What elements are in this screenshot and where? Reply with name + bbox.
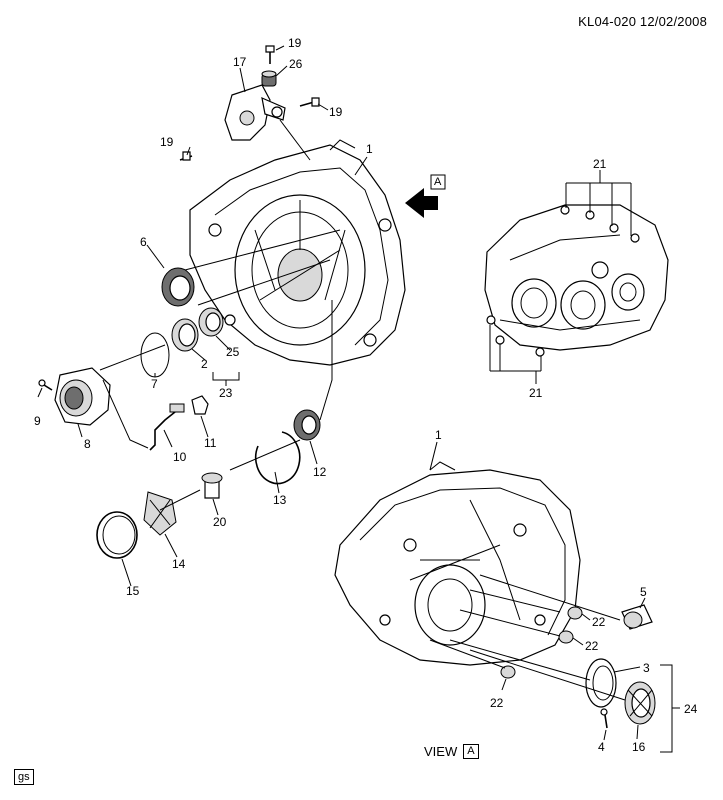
callout-9: 9 [34,414,41,428]
callout-8: 8 [84,437,91,451]
callout-24: 24 [684,702,698,716]
view-a-caption: VIEW A [424,744,479,759]
callout-1-upper: 1 [366,142,373,156]
callout-5: 5 [640,585,647,599]
callout-22-upper: 22 [592,615,606,629]
bracket-lines-21 [490,170,631,384]
callout-4: 4 [598,740,605,754]
callout-17: 17 [233,55,247,69]
callout-13: 13 [273,493,287,507]
gasket-ring [97,512,137,558]
leader-lines-lower [430,442,645,740]
diagram-code-date: KL04-020 12/02/2008 [578,14,707,29]
assembly-axis-lines [100,230,340,510]
cap-part [262,71,276,86]
callout-22-middle: 22 [585,639,599,653]
view-label: VIEW [424,744,458,759]
bushing-sleeve [622,605,652,629]
hydraulic-line [150,396,208,450]
callout-21-top: 21 [593,157,607,171]
bearing-rings [172,308,223,351]
bracket-lines-23 [213,372,239,386]
bracket-lines-24 [660,665,680,752]
callout-19-left: 19 [160,135,174,149]
snap-ring [256,432,300,484]
leader-lines-left [38,245,317,586]
callout-15: 15 [126,584,140,598]
release-bearing [55,368,110,425]
callout-23: 23 [219,386,233,400]
view-arrow-letter: A [434,176,442,188]
bolt-parts [180,46,319,160]
shift-lever-bracket [225,85,285,140]
callout-25: 25 [226,345,240,359]
callout-3: 3 [643,661,650,675]
view-letter-box: A [463,744,479,759]
callout-26: 26 [289,57,303,71]
callout-14: 14 [172,557,186,571]
callout-1-lower: 1 [435,428,442,442]
lower-transaxle-housing [335,462,580,665]
axle-seal [294,410,320,440]
callout-19-top: 19 [288,36,302,50]
plug-parts [501,607,582,678]
callout-2: 2 [201,357,208,371]
callout-6: 6 [140,235,147,249]
footer-tag: gs [14,769,34,785]
callout-19-right: 19 [329,105,343,119]
callout-12: 12 [313,465,327,479]
lower-axis-lines [430,575,625,700]
view-a-arrow [405,175,445,218]
tone-ring [625,682,655,724]
leader-lines-upper [187,46,367,175]
deflector-plate [144,492,176,535]
callout-21-bottom: 21 [529,386,543,400]
callout-16: 16 [632,740,646,754]
callout-11: 11 [204,436,217,450]
callout-20: 20 [213,515,227,529]
callout-22-lower: 22 [490,696,504,710]
seal-part [162,268,194,306]
guide-sleeve [202,473,222,498]
housing-rear-view [485,205,668,356]
callout-7: 7 [151,377,158,391]
callout-10: 10 [173,450,187,464]
upper-transaxle-housing [190,140,405,365]
small-bolt-4 [601,709,607,728]
small-bolt-9 [39,380,52,390]
oring-part [141,333,169,377]
flange-seal [586,659,616,707]
